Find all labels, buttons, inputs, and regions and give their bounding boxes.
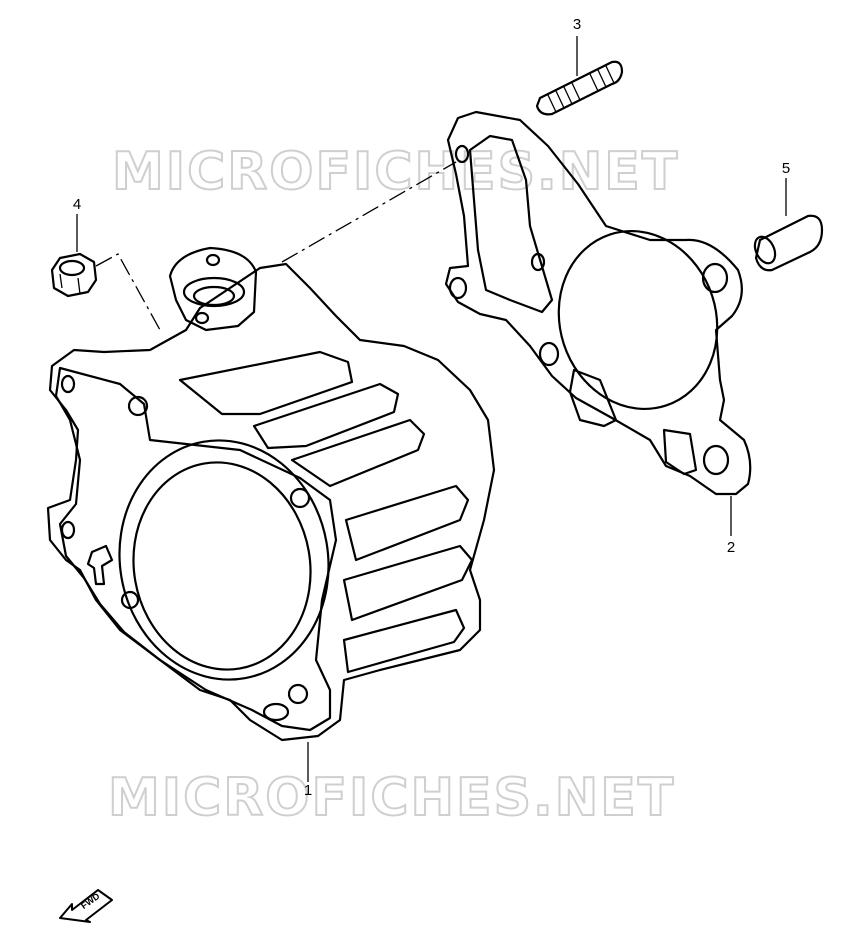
callout-5: 5 xyxy=(781,160,791,177)
cylinder-head-gasket-part[interactable] xyxy=(444,110,752,496)
callout-2: 2 xyxy=(726,539,736,556)
cylinder-part[interactable] xyxy=(46,246,496,742)
callout-1: 1 xyxy=(303,782,313,799)
watermark-bottom: MICROFICHES.NET xyxy=(107,767,676,829)
stud-bolt-part[interactable] xyxy=(535,60,624,116)
flange-nut-part[interactable] xyxy=(50,252,98,298)
dowel-pin-part[interactable] xyxy=(751,214,824,272)
callout-4: 4 xyxy=(72,196,82,213)
callout-3: 3 xyxy=(572,16,582,33)
leader-dashed-2 xyxy=(281,161,457,263)
leader-dashed-4 xyxy=(95,253,161,331)
fwd-arrow-icon: FWD xyxy=(58,884,118,929)
